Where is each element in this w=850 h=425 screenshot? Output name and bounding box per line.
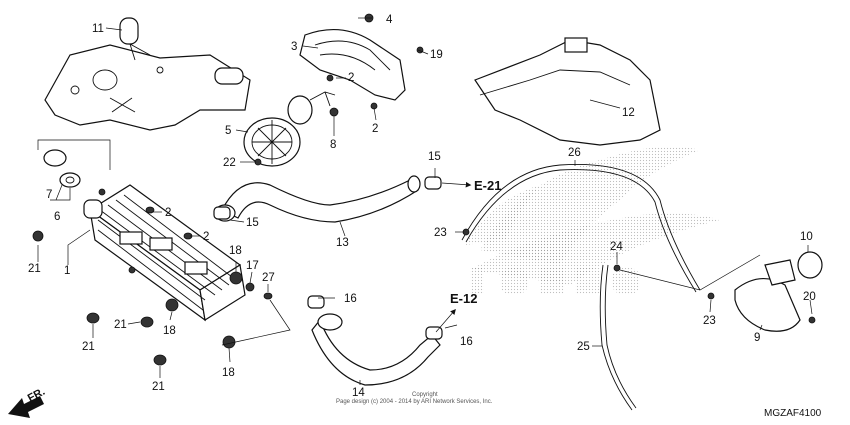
upper-hose-13 [213,175,442,223]
callout-12: 12 [622,107,635,119]
callout-13: 13 [336,237,349,249]
callout-8: 8 [330,139,336,151]
callouts: 11 4 3 19 2 2 5 8 22 12 7 6 2 2 15 15 13… [28,14,816,399]
callout-2-d: 2 [203,231,209,243]
callout-23-b: 23 [703,315,716,327]
callout-22: 22 [223,157,236,169]
callout-16-a: 16 [344,293,357,305]
reserve-tank-9 [707,251,823,332]
callout-10: 10 [800,231,813,243]
brand-watermark [465,146,720,294]
callout-2-c: 2 [165,207,171,219]
callout-15-a: 15 [428,151,441,163]
lower-hose-14 [307,295,443,386]
callout-19: 19 [430,49,443,61]
leader-lines [37,17,813,385]
copyright-line-1: Copyright [412,392,438,398]
callout-21-b: 21 [114,319,127,331]
callout-15-b: 15 [246,217,259,229]
diagram-code: MGZAF4100 [764,408,822,419]
ref-e21: E-21 [474,178,501,193]
callout-2-a: 2 [348,72,354,84]
callout-26: 26 [568,147,581,159]
callout-17: 17 [246,260,259,272]
callout-6: 6 [54,211,60,223]
copyright-line-2: Page design (c) 2004 - 2014 by ARI Netwo… [336,399,493,405]
callout-21-c: 21 [82,341,95,353]
siphon-tube-26 [461,164,701,293]
callout-14: 14 [352,387,365,399]
callout-23-a: 23 [434,227,447,239]
fan-assembly-5 [243,91,339,167]
callout-5: 5 [225,125,231,137]
ref-e12: E-12 [450,291,477,306]
front-arrow: FR. [8,386,47,418]
callout-20: 20 [803,291,816,303]
callout-18-a: 18 [229,245,242,257]
callout-18-b: 18 [163,325,176,337]
bracket-plate-11 [44,17,251,131]
callout-18-c: 18 [222,367,235,379]
callout-24: 24 [610,241,623,253]
fan-shroud-3 [299,13,424,110]
callout-21-d: 21 [152,381,165,393]
radiator-core-1 [83,184,246,322]
callout-4: 4 [386,14,393,26]
callout-1: 1 [64,265,70,277]
front-arrow-label: FR. [26,386,47,405]
callout-11: 11 [92,23,104,35]
callout-9: 9 [754,332,760,344]
callout-7: 7 [46,189,52,201]
callout-3: 3 [291,41,297,53]
radiator-cap-7 [43,149,81,188]
callout-2-b: 2 [372,123,378,135]
callout-25: 25 [577,341,590,353]
air-deflector-12 [474,37,661,146]
overflow-tube-25 [599,264,637,411]
callout-21-a: 21 [28,263,41,275]
grommets [32,206,273,366]
callout-16-b: 16 [460,336,473,348]
callout-27: 27 [262,272,275,284]
